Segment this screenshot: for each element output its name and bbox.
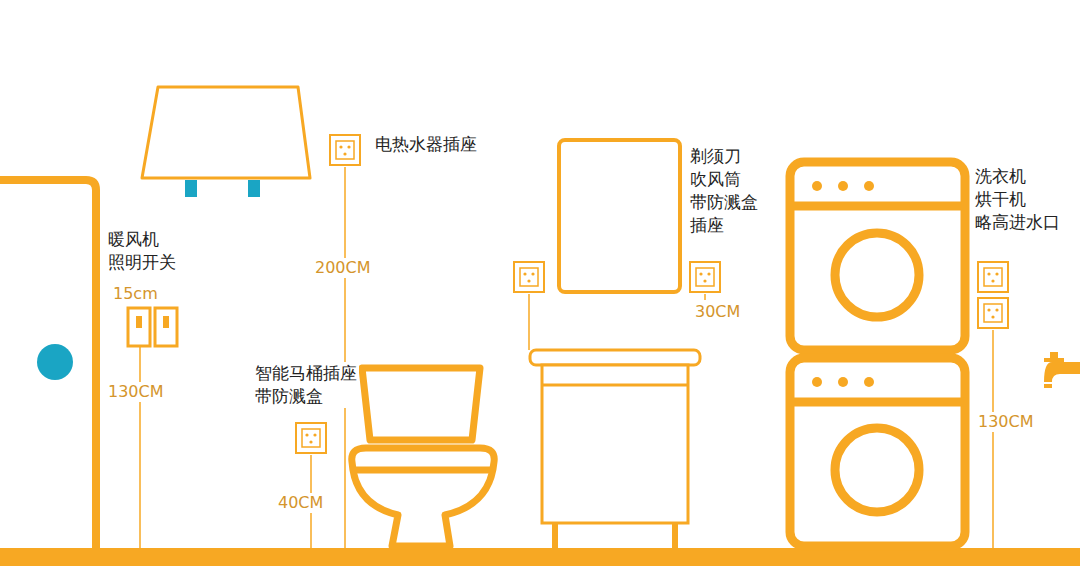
note-label: 剃须刀 吹风筒 带防溅盒 插座 bbox=[688, 145, 760, 237]
faucet bbox=[1044, 352, 1080, 388]
switch bbox=[128, 308, 177, 346]
sink-cabinet bbox=[530, 350, 700, 548]
toilet bbox=[352, 368, 494, 546]
note-label: 智能马桶插座 带防溅盒 bbox=[253, 362, 359, 408]
note-label: 洗衣机 烘干机 略高进水口 bbox=[973, 165, 1062, 234]
dimension-label: 130CM bbox=[106, 382, 166, 402]
door bbox=[0, 180, 96, 552]
water-heater bbox=[142, 87, 310, 178]
dimension-label: 200CM bbox=[313, 258, 373, 278]
dimension-label: 15cm bbox=[111, 284, 160, 304]
dimension-label: 30CM bbox=[693, 302, 742, 322]
door-handle bbox=[37, 344, 73, 380]
note-label: 暖风机 照明开关 bbox=[106, 228, 178, 274]
washer-dryer bbox=[790, 162, 965, 546]
dimension-label: 40CM bbox=[276, 493, 325, 513]
floor bbox=[0, 548, 1080, 566]
note-label: 电热水器插座 bbox=[373, 133, 479, 156]
dimension-label: 130CM bbox=[976, 412, 1036, 432]
mirror bbox=[559, 140, 680, 292]
